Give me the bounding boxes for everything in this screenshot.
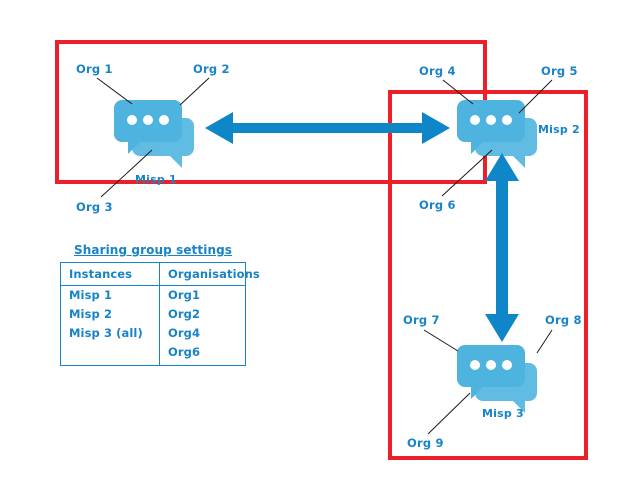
chat-bubbles-icon-misp1 bbox=[114, 100, 194, 168]
leader-line-org2 bbox=[179, 77, 210, 106]
column-header-instances: Instances bbox=[60, 262, 160, 286]
node-label-misp2: Misp 2 bbox=[538, 123, 580, 136]
leader-line-org4 bbox=[442, 79, 474, 105]
cell-organisation: Org2 bbox=[168, 307, 201, 321]
cell-instance: Misp 1 bbox=[60, 285, 160, 305]
table-row: Misp 1 Org1 bbox=[60, 285, 246, 305]
connection-arrow-misp2-misp3 bbox=[485, 153, 519, 342]
column-header-organisations: Organisations bbox=[168, 267, 260, 281]
node-label-misp1: Misp 1 bbox=[135, 173, 177, 186]
table-row: Misp 2 Org2 bbox=[60, 305, 246, 324]
cell-instance: Misp 2 bbox=[60, 305, 160, 324]
sharing-group-rect-right bbox=[388, 90, 588, 460]
leader-line-org5 bbox=[518, 79, 553, 114]
leader-lines-misp1 bbox=[96, 77, 210, 198]
org-label-org8: Org 8 bbox=[545, 313, 582, 327]
leader-line-org3 bbox=[100, 149, 153, 198]
leader-line-org7 bbox=[423, 329, 459, 352]
leader-line-org8 bbox=[536, 329, 553, 354]
leader-line-org6 bbox=[441, 149, 493, 197]
org-label-org3: Org 3 bbox=[76, 200, 113, 214]
table-row: Org6 bbox=[60, 343, 246, 366]
sharing-group-settings-table: Instances Organisations Misp 1 Org1 Misp… bbox=[60, 262, 260, 366]
leader-line-org1 bbox=[96, 77, 133, 105]
sharing-group-settings-title: Sharing group settings bbox=[73, 243, 233, 257]
sharing-group-settings-block: Sharing group settings Instances Organis… bbox=[60, 243, 260, 366]
cell-organisation: Org4 bbox=[168, 326, 201, 340]
leader-line-org9 bbox=[427, 392, 471, 435]
chat-bubbles-icon-misp2 bbox=[457, 100, 537, 168]
leader-lines-misp2 bbox=[441, 79, 553, 197]
connection-arrow-misp1-misp2 bbox=[205, 112, 450, 144]
node-label-misp3: Misp 3 bbox=[482, 407, 524, 420]
org-label-org9: Org 9 bbox=[407, 436, 444, 450]
cell-organisation: Org6 bbox=[168, 345, 201, 359]
table-row: Misp 3 (all) Org4 bbox=[60, 324, 246, 343]
org-label-org7: Org 7 bbox=[403, 313, 440, 327]
org-label-org6: Org 6 bbox=[419, 198, 456, 212]
cell-instance bbox=[60, 343, 160, 366]
leader-lines-misp3 bbox=[423, 329, 553, 435]
table-header-row: Instances Organisations bbox=[60, 262, 260, 286]
org-label-org5: Org 5 bbox=[541, 64, 578, 78]
cell-instance: Misp 3 (all) bbox=[60, 324, 160, 343]
chat-bubbles-icon-misp3 bbox=[457, 345, 537, 413]
cell-organisation: Org1 bbox=[168, 288, 201, 302]
org-label-org4: Org 4 bbox=[419, 64, 456, 78]
org-label-org1: Org 1 bbox=[76, 62, 113, 76]
org-label-org2: Org 2 bbox=[193, 62, 230, 76]
